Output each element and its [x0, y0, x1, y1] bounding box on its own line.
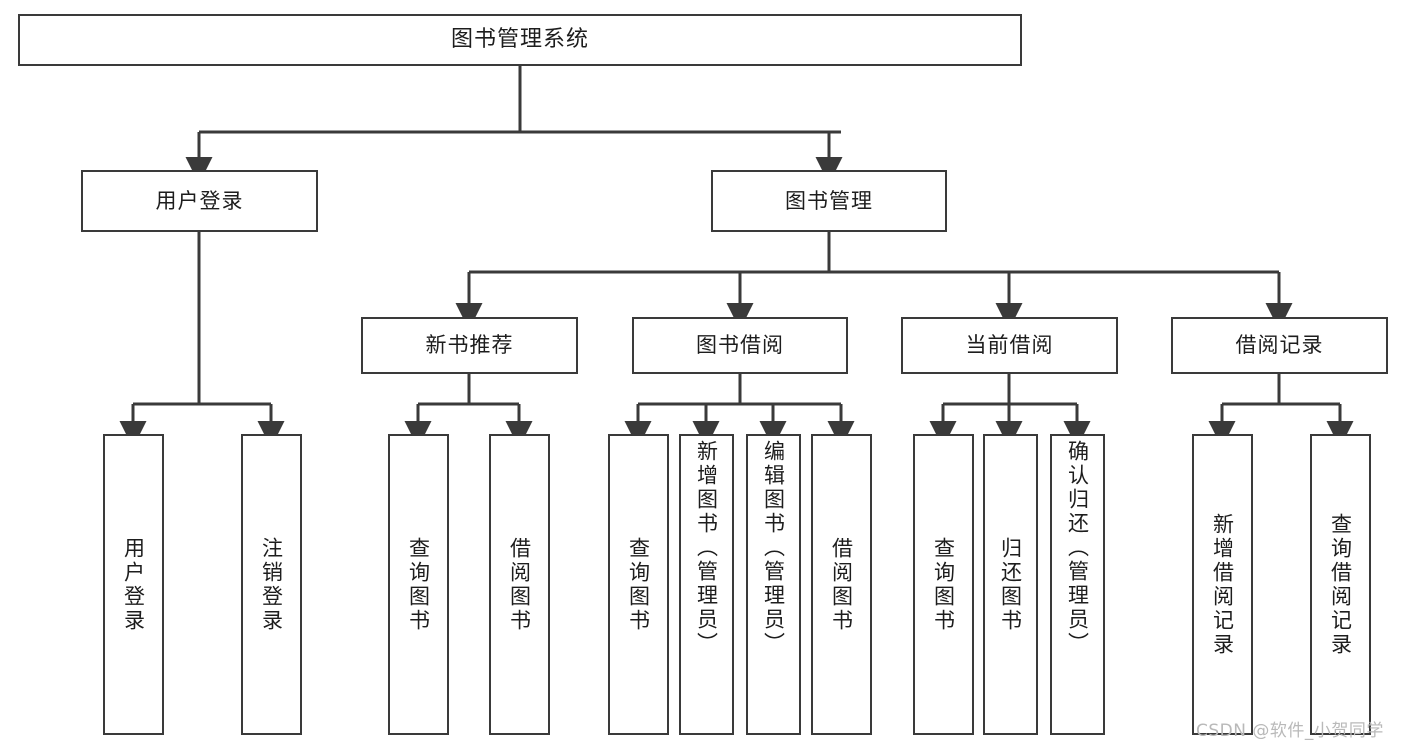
- node-label: 新书推荐: [425, 333, 514, 358]
- node-label: 图书管理: [785, 188, 873, 213]
- node-root-system[interactable]: 图书管理系统: [18, 14, 1022, 66]
- node-label: 当前借阅: [965, 333, 1054, 358]
- leaf-label: 编辑图书（管理员）: [761, 440, 786, 656]
- leaf-node-user-login[interactable]: 用户登录: [103, 434, 164, 735]
- node-label: 图书管理系统: [450, 27, 589, 53]
- leaf-label: 确认归还（管理员）: [1065, 440, 1090, 656]
- node-book-borrow[interactable]: 图书借阅: [632, 317, 848, 374]
- leaf-label: 查询图书: [626, 536, 651, 633]
- leaf-node-return-book[interactable]: 归还图书: [983, 434, 1038, 735]
- leaf-label: 借阅图书: [507, 536, 532, 633]
- leaf-label: 查询借阅记录: [1328, 512, 1353, 657]
- leaf-label: 查询图书: [406, 536, 431, 633]
- leaf-label: 新增图书（管理员）: [694, 440, 719, 656]
- leaf-node-borrow-book-rec[interactable]: 借阅图书: [489, 434, 550, 735]
- node-borrow-record[interactable]: 借阅记录: [1171, 317, 1388, 374]
- leaf-label: 归还图书: [998, 536, 1023, 633]
- leaf-node-query-book-rec[interactable]: 查询图书: [388, 434, 449, 735]
- leaf-node-confirm-return[interactable]: 确认归还（管理员）: [1050, 434, 1105, 735]
- leaf-node-borrow-book[interactable]: 借阅图书: [811, 434, 872, 735]
- leaf-node-query-borrow-record[interactable]: 查询借阅记录: [1310, 434, 1371, 735]
- leaf-label: 新增借阅记录: [1210, 512, 1235, 657]
- csdn-watermark: CSDN @软件_小贺同学: [1196, 721, 1384, 741]
- leaf-label: 用户登录: [121, 536, 146, 633]
- node-new-book-recommend[interactable]: 新书推荐: [361, 317, 578, 374]
- node-user-login[interactable]: 用户登录: [81, 170, 318, 232]
- node-label: 用户登录: [155, 188, 244, 213]
- leaf-node-query-book-borrow[interactable]: 查询图书: [608, 434, 669, 735]
- leaf-node-add-borrow-record[interactable]: 新增借阅记录: [1192, 434, 1253, 735]
- leaf-node-add-book[interactable]: 新增图书（管理员）: [679, 434, 734, 735]
- leaf-label: 注销登录: [259, 536, 284, 633]
- leaf-node-query-book-current[interactable]: 查询图书: [913, 434, 974, 735]
- node-book-manage[interactable]: 图书管理: [711, 170, 947, 232]
- node-current-borrow[interactable]: 当前借阅: [901, 317, 1118, 374]
- leaf-node-edit-book[interactable]: 编辑图书（管理员）: [746, 434, 801, 735]
- node-label: 借阅记录: [1235, 333, 1324, 358]
- leaf-label: 借阅图书: [829, 536, 854, 633]
- node-label: 图书借阅: [696, 333, 784, 358]
- leaf-label: 查询图书: [931, 536, 956, 633]
- leaf-node-logout[interactable]: 注销登录: [241, 434, 302, 735]
